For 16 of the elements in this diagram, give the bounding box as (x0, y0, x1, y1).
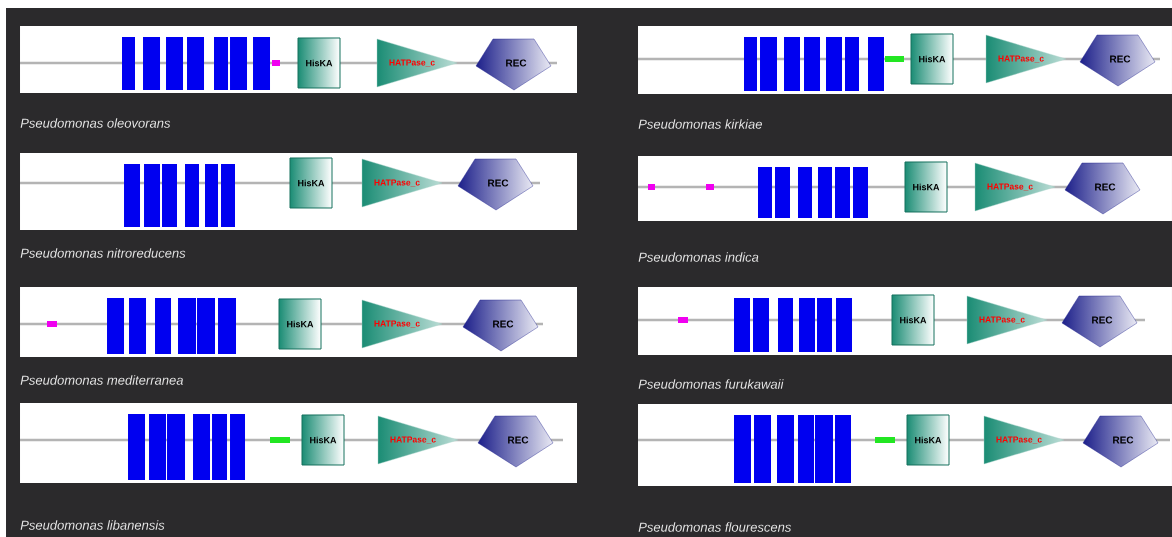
species-name: Pseudomonas oleovorans (20, 118, 171, 128)
domain-box: HisKA (301, 414, 345, 466)
species-name: Pseudomonas furukawaii (638, 379, 784, 389)
species-name: Pseudomonas indica (638, 252, 759, 262)
domain-box: HisKA (910, 33, 954, 85)
species-name: Pseudomonas mediterranea (20, 375, 184, 385)
domain-box: HisKA (904, 161, 948, 213)
species-name: Pseudomonas libanensis (20, 520, 165, 530)
species-name: Pseudomonas kirkiae (638, 119, 762, 129)
domain-box: HisKA (906, 414, 950, 466)
domain-box: HisKA (289, 157, 333, 209)
domain-box: HisKA (278, 298, 322, 350)
domain-box: HisKA (891, 294, 935, 346)
species-name: Pseudomonas nitroreducens (20, 248, 186, 258)
domain-box: HisKA (297, 37, 341, 89)
species-name: Pseudomonas flourescens (638, 522, 792, 532)
